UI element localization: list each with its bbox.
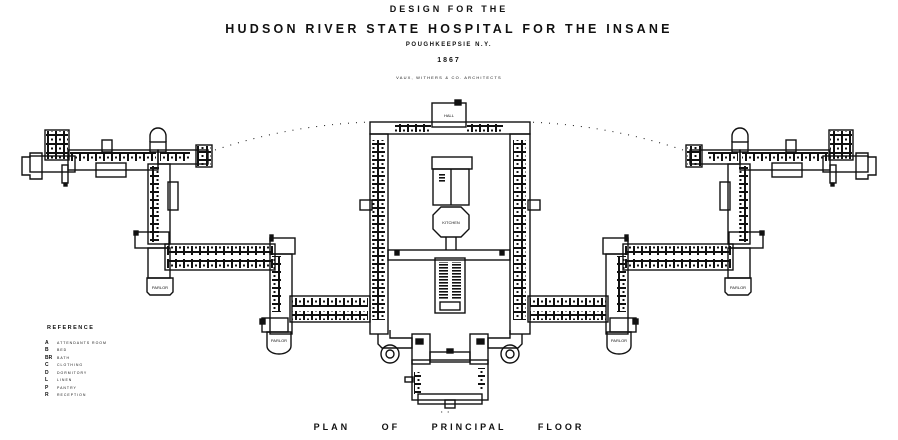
legend-item: B BED xyxy=(45,347,135,355)
right-wing xyxy=(527,127,877,355)
legend-label: ATTENDANTS ROOM xyxy=(57,340,107,345)
legend-key: D xyxy=(45,369,49,376)
legend-label: CLOTHING xyxy=(57,363,84,368)
legend-key: A xyxy=(45,339,49,346)
plan-title: PLAN OF PRINCIPAL FLOOR xyxy=(313,422,585,432)
legend-item: L LINEN xyxy=(45,377,135,385)
left-wing xyxy=(21,127,371,355)
title-year: 1867 xyxy=(437,57,461,64)
legend-item: A ATTENDANTS ROOM xyxy=(45,339,135,347)
legend-key: BR xyxy=(45,354,53,361)
legend-label: DORMITORY xyxy=(57,370,88,375)
legend-item: R RECEPTION xyxy=(45,392,135,400)
legend-item: C CLOTHING xyxy=(45,362,135,370)
legend-key: L xyxy=(45,377,49,384)
title-design-for: DESIGN FOR THE xyxy=(389,4,509,14)
title-location: POUGHKEEPSIE N.Y. xyxy=(405,42,493,48)
hall-label: HALL xyxy=(444,113,455,118)
legend-key: B xyxy=(45,347,49,354)
central-building xyxy=(359,99,541,409)
legend-label: PANTRY xyxy=(57,385,77,390)
title-architects: VAUX, WITHERS & CO. ARCHITECTS xyxy=(396,75,502,80)
reference-legend: REFERENCE A ATTENDANTS ROOM B BED BR BATH C… xyxy=(45,325,135,399)
title-hospital-name: HUDSON RIVER STATE HOSPITAL FOR THE INSA… xyxy=(225,22,673,36)
legend-item: D DORMITORY xyxy=(45,369,135,377)
legend-item: BR BATH xyxy=(45,354,135,362)
legend-key: R xyxy=(45,392,49,399)
entrance-mark: • • xyxy=(441,409,451,414)
legend-label: BED xyxy=(57,348,68,353)
parlor-label-left-upper: PARLOR xyxy=(152,285,168,290)
legend-key: P xyxy=(45,384,49,391)
legend-item: P PANTRY xyxy=(45,384,135,392)
legend-label: RECEPTION xyxy=(57,393,87,398)
legend-heading: REFERENCE xyxy=(47,325,95,331)
legend-label: BATH xyxy=(57,355,71,360)
parlor-label-right-lower: PARLOR xyxy=(611,338,627,343)
legend-label: LINEN xyxy=(57,378,73,383)
parlor-label-right-upper: PARLOR xyxy=(730,285,746,290)
parlor-label-left-lower: PARLOR xyxy=(271,338,287,343)
legend-key: C xyxy=(45,362,49,369)
kitchen-label: KITCHEN xyxy=(442,220,460,225)
